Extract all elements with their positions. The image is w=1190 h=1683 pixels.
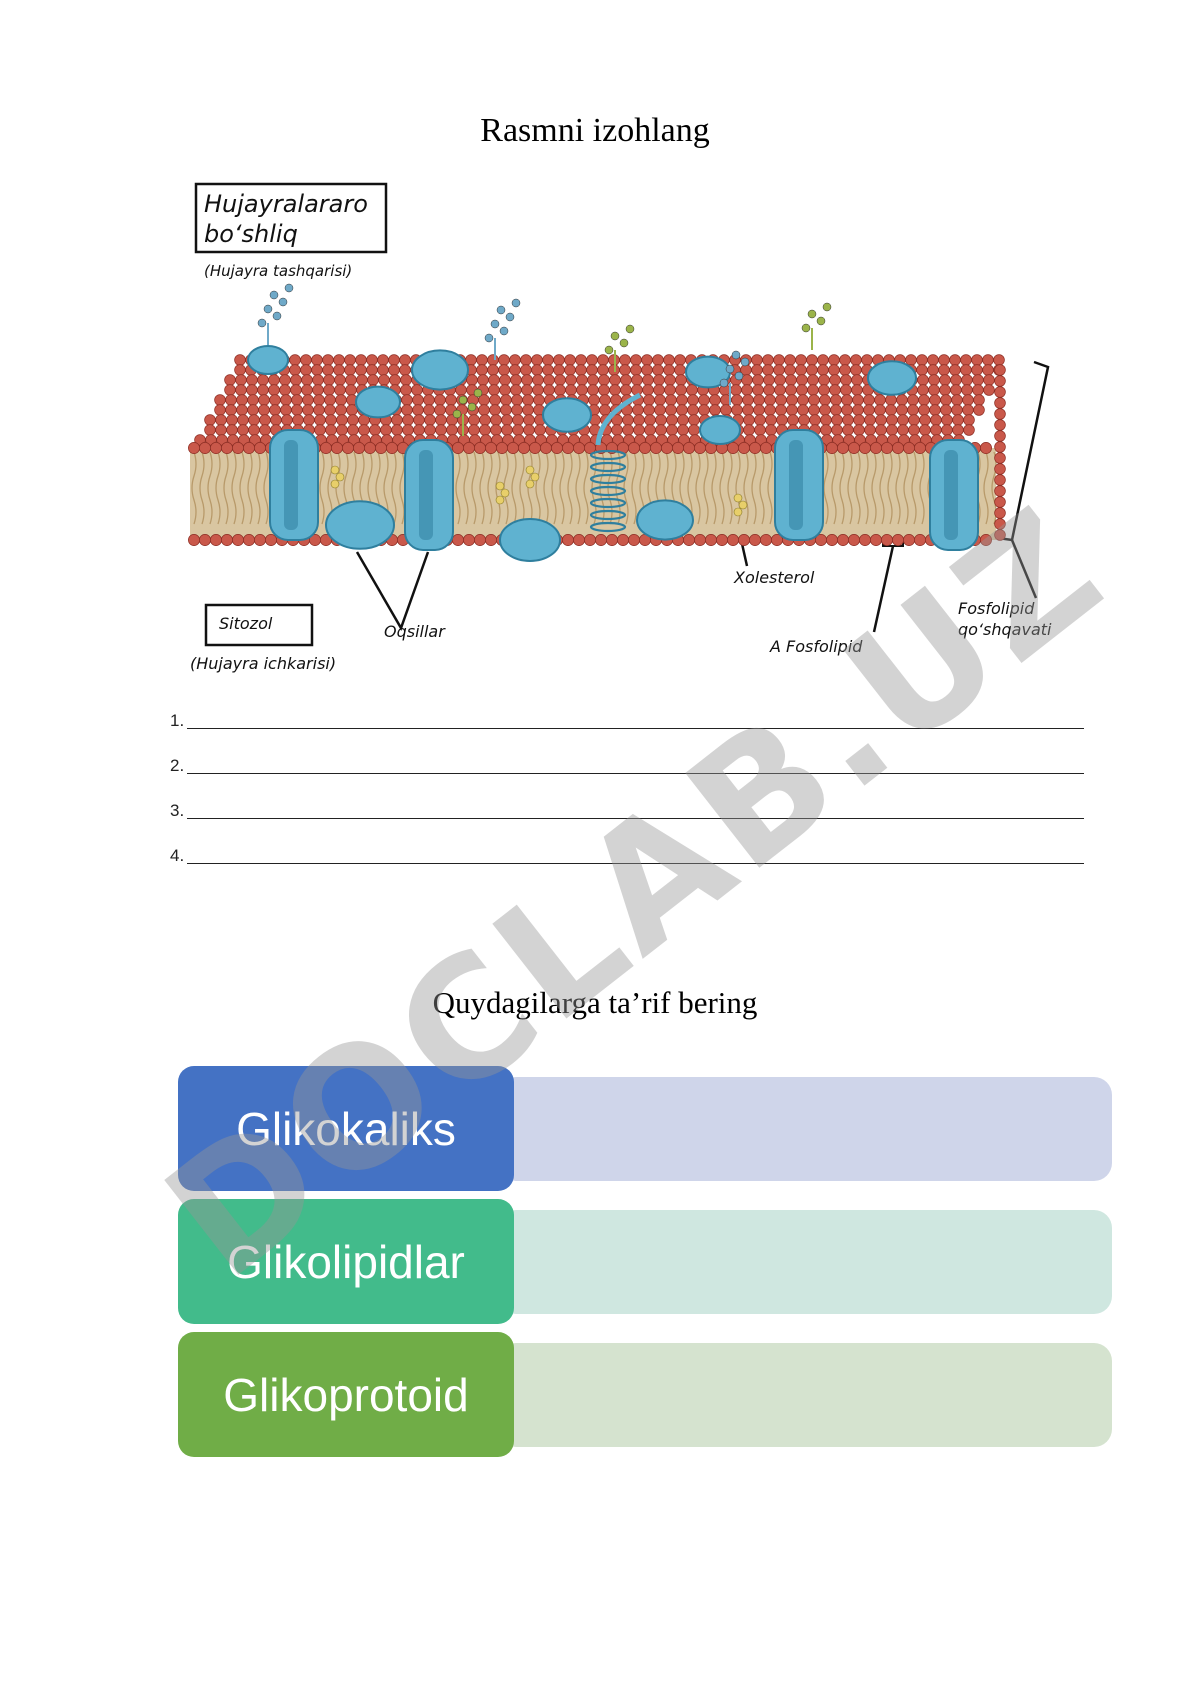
peripheral-protein xyxy=(636,499,694,541)
answer-number: 1. xyxy=(170,711,185,730)
definition-label: Glikolipidlar xyxy=(178,1199,514,1324)
cytosol-caption: (Hujayra ichkarisi) xyxy=(190,654,337,673)
bilayer-bracket xyxy=(997,360,1050,542)
peripheral-protein xyxy=(355,385,401,419)
peripheral-protein xyxy=(542,397,592,433)
definition-label: Glikoprotoid xyxy=(178,1332,514,1457)
cholesterol-label: Xolesterol xyxy=(734,568,815,587)
answer-number: 3. xyxy=(170,801,185,820)
outside-label-line1: Hujayralararo xyxy=(204,190,368,218)
membrane-diagram: Hujayralararo bo‘shliq (Hujayra tashqari… xyxy=(0,0,1190,700)
answer-line-3[interactable]: 3. xyxy=(170,795,1084,821)
definition-label: Glikokaliks xyxy=(178,1066,514,1191)
answer-number: 2. xyxy=(170,756,185,775)
definition-row-glikokaliks: Glikokaliks xyxy=(178,1066,1112,1191)
bilayer-pointer xyxy=(1010,539,1038,599)
outside-caption: (Hujayra tashqarisi) xyxy=(204,262,353,280)
protein-pointer xyxy=(355,551,430,631)
cytosol-label: Sitozol xyxy=(219,614,273,633)
peripheral-protein xyxy=(411,349,469,391)
peripheral-protein xyxy=(867,360,917,396)
outside-label-line2: bo‘shliq xyxy=(204,220,298,248)
cytosol-label-frame xyxy=(204,603,314,647)
definition-row-glikolipidlar: Glikolipidlar xyxy=(178,1199,1112,1324)
answer-number: 4. xyxy=(170,846,185,865)
phospholipid-label: A Fosfolipid xyxy=(770,637,863,656)
peripheral-protein xyxy=(699,415,741,445)
phospholipid-pointer xyxy=(872,545,895,633)
definition-answer-box[interactable] xyxy=(498,1210,1112,1314)
definition-answer-box[interactable] xyxy=(498,1077,1112,1181)
peripheral-protein xyxy=(247,345,289,375)
bilayer-label-line2: qo‘shqavati xyxy=(958,620,1052,639)
answer-line-1[interactable]: 1. xyxy=(170,705,1084,731)
answer-line-2[interactable]: 2. xyxy=(170,750,1084,776)
section-heading: Quydagilarga ta’rif bering xyxy=(432,985,758,1020)
proteins-label: Oqsillar xyxy=(384,622,445,641)
page-heading: Rasmni izohlang xyxy=(480,112,710,149)
peripheral-protein xyxy=(499,518,561,562)
definition-answer-box[interactable] xyxy=(498,1343,1112,1447)
outside-label-frame xyxy=(194,182,388,254)
membrane-illustration xyxy=(188,182,1050,647)
answer-line-4[interactable]: 4. xyxy=(170,840,1084,866)
peripheral-protein xyxy=(325,500,395,550)
definition-row-glikoprotoid: Glikoprotoid xyxy=(178,1332,1112,1457)
bilayer-label-line1: Fosfolipid xyxy=(958,599,1035,618)
